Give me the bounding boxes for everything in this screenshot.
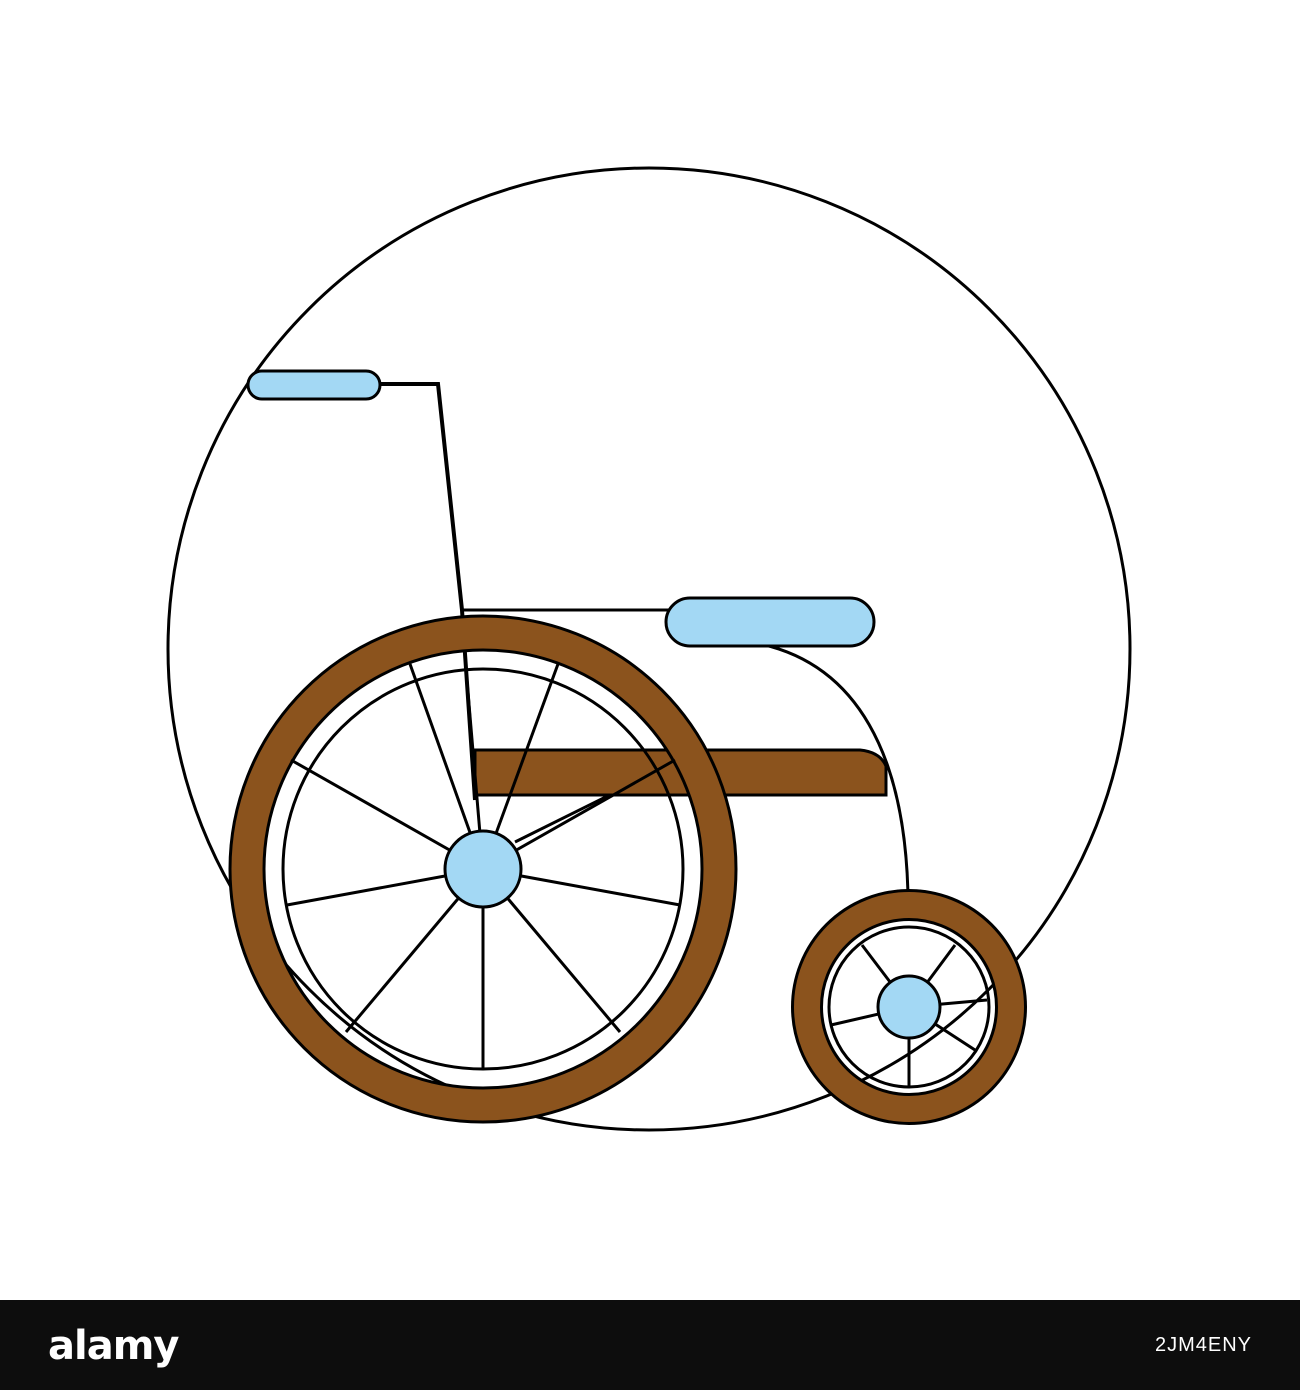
footer-image-id: 2JM4ENY [1154, 1334, 1252, 1356]
armrest [664, 596, 876, 648]
caster-wheel-hub [876, 974, 942, 1040]
rear-wheel-hub [443, 829, 523, 909]
footer-logo: alamy [48, 1323, 179, 1369]
caster-wheel [791, 889, 1027, 1125]
rear-wheel [228, 614, 738, 1124]
front-frame [749, 640, 910, 896]
wheelchair-illustration [166, 166, 1132, 1132]
background-circle [166, 166, 1132, 1132]
illustration-canvas [166, 166, 1132, 1132]
push-handle-grip [246, 369, 382, 401]
footer-bar: alamy 2JM4ENY [0, 1300, 1300, 1390]
